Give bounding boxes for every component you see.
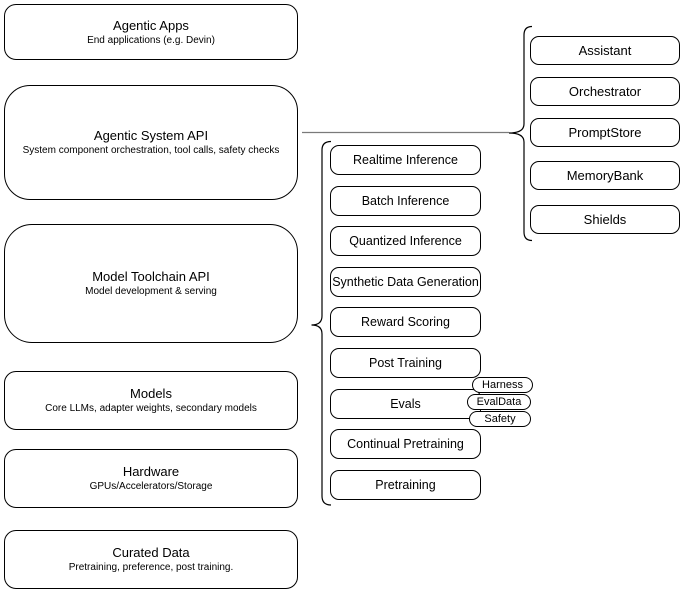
toolchain-item-quantized-inference: Quantized Inference [330,226,481,256]
node-subtitle: End applications (e.g. Devin) [87,34,215,46]
node-subtitle: Core LLMs, adapter weights, secondary mo… [45,403,257,414]
node-model-toolchain-api: Model Toolchain API Model development & … [4,224,298,343]
eval-tag-evaldata: EvalData [467,394,531,410]
node-title: Agentic System API [93,128,209,143]
node-curated-data: Curated Data Pretraining, preference, po… [4,530,298,589]
node-agentic-system-api: Agentic System API System component orch… [4,85,298,200]
component-orchestrator: Orchestrator [530,77,680,106]
node-title: Curated Data [112,545,190,560]
eval-tag-harness: Harness [472,377,533,393]
toolchain-group-brace [311,140,332,506]
component-promptstore: PromptStore [530,118,680,147]
node-title: Model Toolchain API [92,269,210,284]
component-shields: Shields [530,205,680,234]
node-subtitle: GPUs/Accelerators/Storage [89,481,213,492]
node-subtitle: Model development & serving [85,286,217,297]
system-components-brace [508,25,533,242]
toolchain-item-pretraining: Pretraining [330,470,481,500]
node-hardware: Hardware GPUs/Accelerators/Storage [4,449,298,508]
component-memorybank: MemoryBank [530,161,680,190]
toolchain-item-evals: Evals [330,389,481,419]
component-assistant: Assistant [530,36,680,65]
eval-tag-safety: Safety [469,411,531,427]
toolchain-item-realtime-inference: Realtime Inference [330,145,481,175]
node-title: Agentic Apps [113,17,189,33]
node-title: Hardware [122,464,180,479]
toolchain-item-reward-scoring: Reward Scoring [330,307,481,337]
node-agentic-apps: Agentic Apps End applications (e.g. Devi… [4,4,298,60]
node-models: Models Core LLMs, adapter weights, secon… [4,371,298,430]
toolchain-item-post-training: Post Training [330,348,481,378]
node-title: Models [130,386,172,401]
toolchain-item-continual-pretraining: Continual Pretraining [330,429,481,459]
toolchain-item-batch-inference: Batch Inference [330,186,481,216]
node-subtitle: Pretraining, preference, post training. [68,562,234,573]
toolchain-item-synthetic-data-generation: Synthetic Data Generation [330,267,481,297]
node-subtitle: System component orchestration, tool cal… [22,145,280,156]
